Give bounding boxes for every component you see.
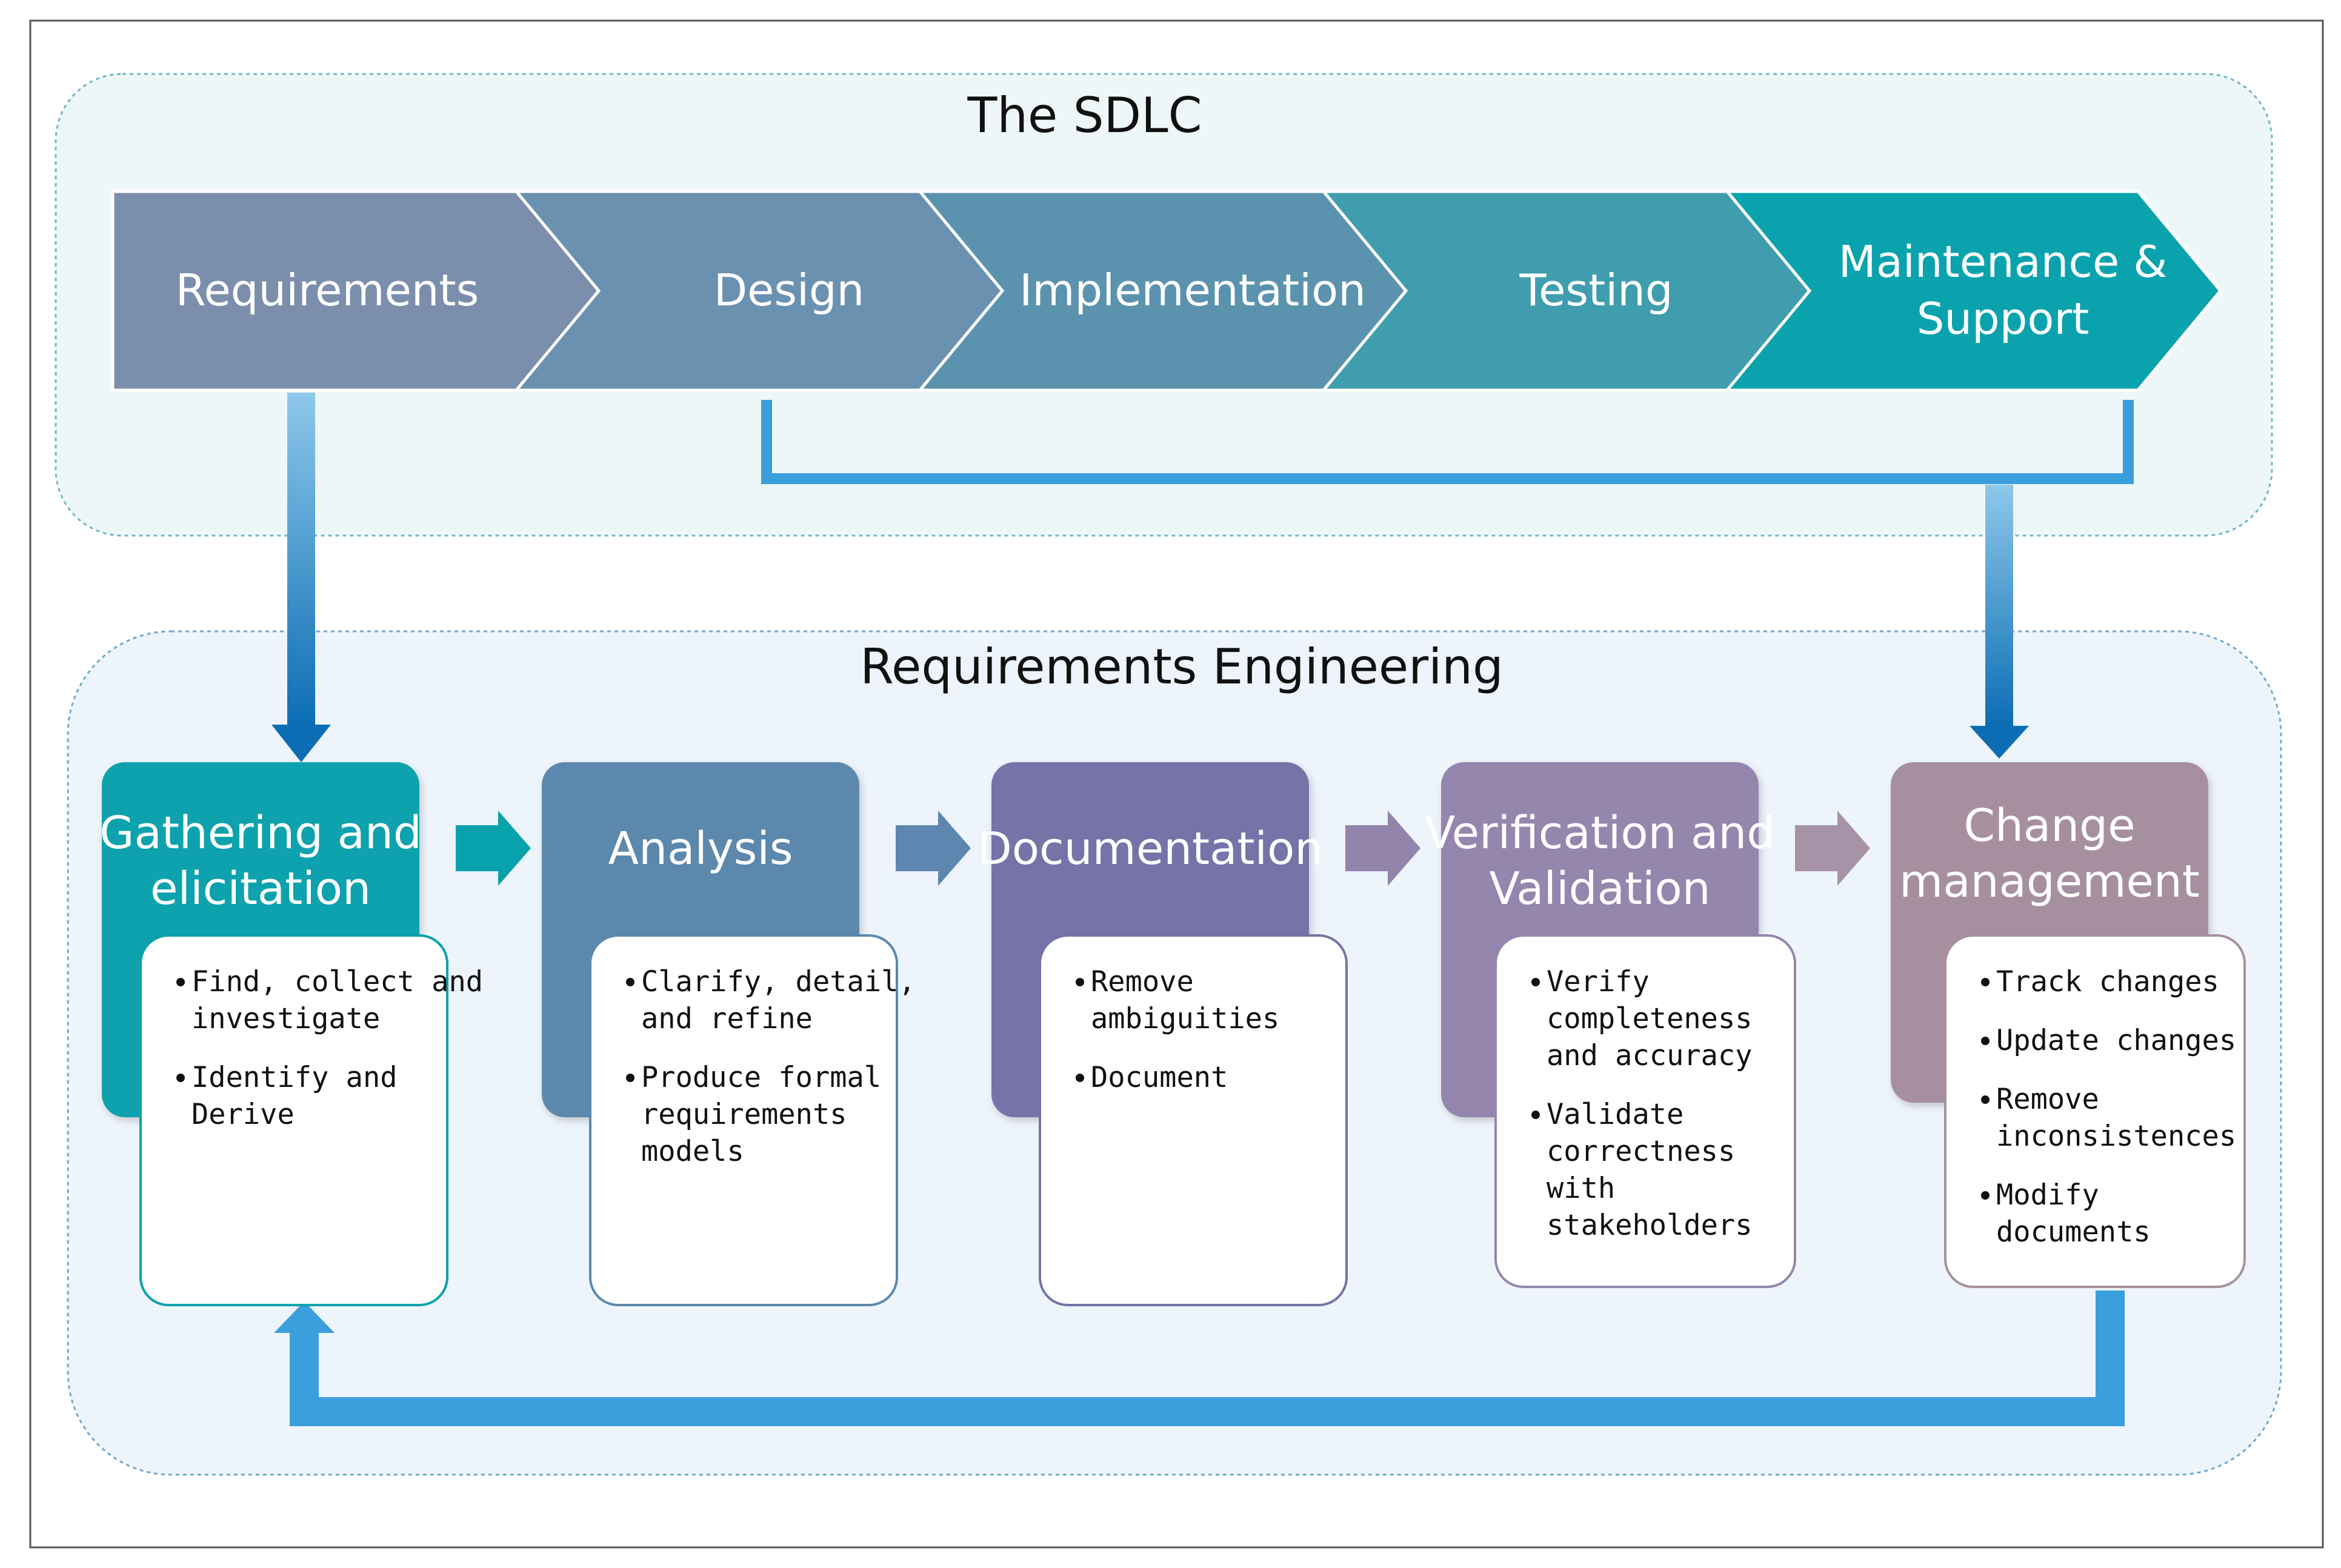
re-stage-bullet-line: Produce formal	[641, 1061, 881, 1094]
re-stage-bullet: Update changes	[1981, 1024, 2236, 1057]
sdlc-phase-label: Maintenance &	[1839, 236, 2168, 287]
bullet-dot	[176, 1074, 185, 1082]
re-stage-bullet-line: Verify	[1547, 965, 1650, 998]
bullet-dot	[626, 978, 634, 986]
design-maintenance-connector	[761, 400, 2134, 484]
re-stage-next-arrow	[1345, 811, 1420, 886]
re-stage-bullet-line: ambiguities	[1091, 1002, 1279, 1035]
re-stage-bullet-line: models	[641, 1135, 744, 1168]
feedback-loop-arrowhead	[274, 1301, 335, 1333]
re-stage-title: Change	[1963, 800, 2135, 852]
re-stage-bullet: Track changes	[1981, 965, 2219, 998]
re-stage-bullet: Produce formal requirements models	[626, 1061, 881, 1168]
re-stage-bullet-line: Remove	[1091, 965, 1194, 998]
re-stage-bullet-line: with	[1547, 1172, 1615, 1205]
bullet-dot	[1076, 978, 1084, 986]
bullet-dot	[1531, 1111, 1540, 1119]
re-stage-bullet-card	[589, 934, 898, 1306]
re-stage-bullet-line: and accuracy	[1547, 1039, 1753, 1072]
re-stage-title: Gathering and	[99, 807, 422, 859]
bullet-dot	[1531, 978, 1540, 986]
re-stage-bullet-line: completeness	[1547, 1002, 1753, 1035]
re-stage-title: Validation	[1489, 863, 1710, 915]
re-stage-bullet-line: Validate	[1547, 1098, 1683, 1131]
sdlc-phase-label: Implementation	[1019, 265, 1366, 316]
bullet-dot	[1981, 978, 1990, 986]
re-stage-bullet-line: correctness	[1547, 1135, 1735, 1168]
bullet-dot	[1076, 1074, 1084, 1082]
sdlc-chevron-row: Requirements Design Implementation Testing M…	[111, 190, 2223, 392]
re-stage-bullet-line: documents	[1996, 1215, 2151, 1249]
re-stage-bullet-line: Find, collect and	[191, 965, 483, 998]
re-stage-title: Analysis	[608, 823, 793, 875]
re-stage-bullet-line: and refine	[641, 1002, 813, 1035]
bullet-dot	[1981, 1095, 1990, 1104]
re-title: Requirements Engineering	[860, 639, 1504, 695]
sdlc-phase-0: Requirements	[111, 190, 602, 392]
re-stage-title: Documentation	[977, 823, 1323, 875]
re-stage-title: management	[1899, 855, 2200, 908]
re-stage-bullet-line: Derive	[191, 1098, 295, 1131]
sdlc-phase-2: Implementation	[916, 190, 1410, 392]
re-stage-bullet: Remove inconsistences	[1981, 1083, 2236, 1153]
re-stage-next-arrow	[896, 811, 971, 886]
re-stage-bullet: Verify completeness and accuracy	[1531, 965, 1753, 1072]
re-stage-bullet-card	[1944, 934, 2246, 1288]
sdlc-phase-label: Design	[714, 265, 865, 316]
re-stage-title: elicitation	[150, 863, 371, 915]
feedback-loop-connector	[290, 1291, 2125, 1426]
re-stage-bullet-card	[1494, 934, 1796, 1288]
re-stage-bullet: Remove ambiguities	[1076, 965, 1279, 1035]
sdlc-phase-label: Requirements	[176, 265, 479, 316]
re-stage-bullet-card	[1039, 934, 1348, 1306]
maintenance-down-arrow	[1970, 485, 2029, 759]
re-stage-bullet: Document	[1076, 1061, 1228, 1094]
sdlc-phase-chevron	[1723, 190, 2223, 392]
re-stage-bullet-line: Remove	[1996, 1083, 2099, 1116]
re-stage-bullet-card	[139, 934, 448, 1306]
re-stage-next-arrow	[456, 811, 531, 886]
re-stage-bullet-line: investigate	[191, 1002, 380, 1035]
re-stage-bullet-line: Identify and	[191, 1061, 398, 1094]
re-stage-bullet-line: stakeholders	[1547, 1209, 1753, 1242]
re-stage-bullet-line: Update changes	[1996, 1024, 2236, 1057]
re-stage-next-arrow	[1795, 811, 1870, 886]
sdlc-title: The SDLC	[967, 87, 1202, 144]
re-stage-title: Verification and	[1425, 807, 1776, 859]
re-stage-bullet-line: Track changes	[1996, 965, 2219, 998]
bullet-dot	[1981, 1191, 1990, 1200]
re-stage-bullet: Clarify, detail, and refine	[626, 965, 916, 1035]
bullet-dot	[176, 978, 185, 986]
bullet-dot	[626, 1074, 634, 1082]
sdlc-phase-label: Testing	[1519, 265, 1673, 316]
re-stage-bullet-line: Modify	[1996, 1178, 2099, 1212]
sdlc-phase-label: Support	[1917, 293, 2090, 344]
sdlc-phase-4: Maintenance & Support	[1723, 190, 2223, 392]
re-stage-bullet-line: requirements	[641, 1098, 847, 1131]
sdlc-phase-1: Design	[513, 190, 1006, 392]
re-stage-bullet-line: Document	[1091, 1061, 1228, 1094]
re-stage-bullet: Validate correctness with stakeholders	[1531, 1098, 1753, 1242]
requirements-down-arrow	[271, 393, 331, 762]
re-stage-bullet: Find, collect and investigate	[176, 965, 483, 1035]
bullet-dot	[1981, 1037, 1990, 1045]
re-stage-bullet-line: inconsistences	[1996, 1120, 2236, 1153]
re-stage-bullet-line: Clarify, detail,	[641, 965, 916, 998]
